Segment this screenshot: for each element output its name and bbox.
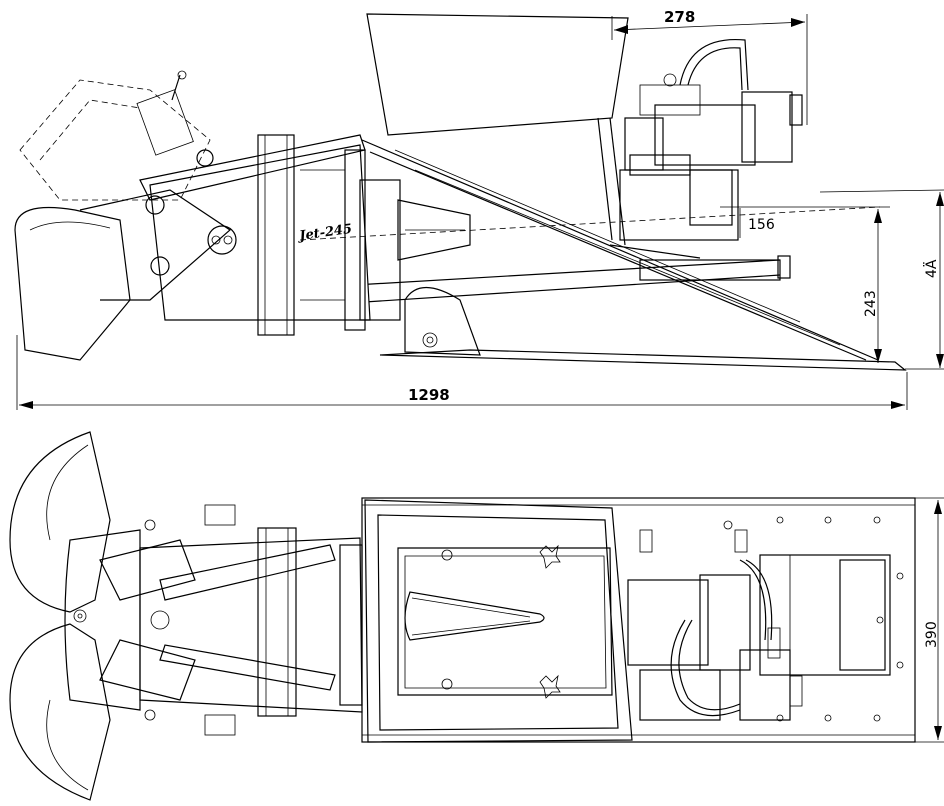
dimension-jet-axis-label: 156	[748, 217, 775, 233]
dimension-base-height-label: 243	[863, 290, 879, 317]
transom-plate	[366, 13, 629, 136]
top-transom-frame	[364, 499, 633, 743]
reverse-bucket	[14, 134, 366, 361]
jet-nozzle	[397, 199, 471, 261]
dimension-base-height: 243	[720, 206, 890, 363]
dimension-jet-axis: 156	[739, 208, 775, 238]
dimension-top-width-label: 278	[664, 8, 695, 26]
top-view	[9, 431, 916, 801]
dimension-overall-height-label: 4Ä	[922, 259, 940, 278]
jet-pump-body: Jet-245	[149, 134, 401, 336]
dimension-overall-length-label: 1298	[408, 386, 450, 404]
hydraulic-unit	[619, 38, 803, 241]
dimension-overall-height: 4Ä	[819, 189, 944, 370]
dimension-overall-width: 390	[915, 497, 944, 743]
jet-centerline	[299, 206, 881, 241]
support-frame	[597, 117, 701, 259]
top-jet-body	[139, 504, 363, 736]
dimension-overall-width-label: 390	[924, 621, 940, 648]
raised-bucket-outline	[19, 70, 211, 201]
dimension-top-width: 278	[611, 8, 808, 125]
top-inner-tray	[397, 547, 613, 696]
plate-mount-holes	[776, 516, 904, 722]
top-hydraulic-unit	[627, 520, 891, 721]
dimension-overall-length: 1298	[16, 335, 908, 410]
side-view: Jet-245	[14, 13, 907, 371]
top-steering-nozzle	[64, 529, 196, 711]
sloped-boom	[361, 139, 879, 361]
top-base-plate	[361, 497, 916, 743]
base-skid	[379, 287, 907, 371]
top-bucket-wings	[9, 431, 111, 801]
